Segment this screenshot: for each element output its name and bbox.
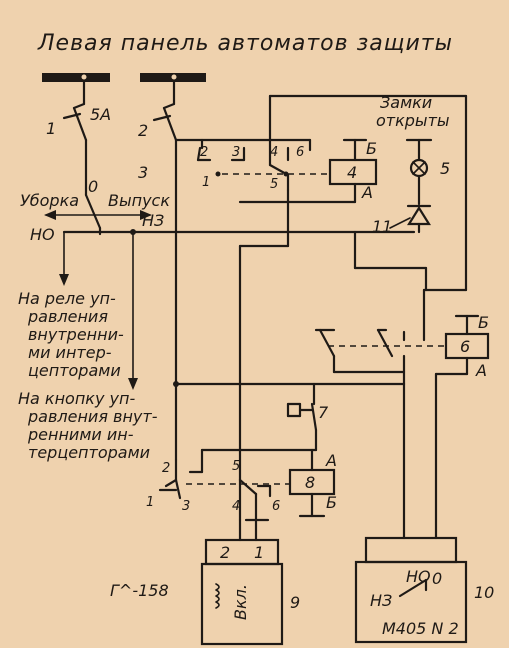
relay-8-contacts xyxy=(158,448,318,522)
note-relay-line2: равления xyxy=(27,307,108,326)
lamp-5-number: 5 xyxy=(440,159,450,178)
arrow-to-button-note xyxy=(128,231,138,390)
relay-8-c4: 4 xyxy=(232,499,240,514)
circuit-breaker-2 xyxy=(152,102,178,462)
diode-11-number: 11 xyxy=(372,217,392,236)
generator-number: 9 xyxy=(290,593,300,612)
relay-8-c2: 2 xyxy=(162,461,170,476)
wire-top-loop xyxy=(268,94,468,342)
arrow-to-relay-note xyxy=(59,231,69,286)
limit-switch-10 xyxy=(354,382,468,644)
note-button-line4: терцепторами xyxy=(28,443,150,462)
wire-mid-bus xyxy=(173,188,406,522)
switch-3-zero: 0 xyxy=(88,177,98,196)
switch-3-nz: НЗ xyxy=(142,211,164,230)
relay-6-contacts xyxy=(314,230,446,386)
gear-switch-3 xyxy=(44,193,416,236)
switch-10-no: НО xyxy=(406,567,431,586)
switch-3-retract: Уборка xyxy=(20,191,79,210)
note-button-line1: На кнопку уп- xyxy=(18,389,135,408)
generator-model: Г^-158 xyxy=(110,581,169,600)
relay-8-ground xyxy=(298,448,326,518)
button-7 xyxy=(286,402,318,452)
relay-4-c5: 5 xyxy=(270,177,278,192)
breaker-2-label: 2 xyxy=(138,121,148,140)
relay-8-number: 8 xyxy=(305,473,315,492)
button-7-number: 7 xyxy=(318,403,329,422)
note-relay-line4: ми интер- xyxy=(28,343,112,362)
relay-6-a: А xyxy=(475,361,487,380)
relay-4-c4: 4 xyxy=(270,145,278,160)
relay-4-number: 4 xyxy=(347,163,357,182)
switch-10-model: М405 N 2 xyxy=(382,619,459,638)
breaker-1-label: 1 xyxy=(46,119,56,138)
note-relay-line3: внутренни- xyxy=(28,325,124,344)
bus-bar-right xyxy=(140,73,206,106)
switch-10-number: 10 xyxy=(474,583,494,602)
relay-8-a: А xyxy=(325,451,337,470)
switch-10-zero: 0 xyxy=(432,569,442,588)
note-relay-line1: На реле уп- xyxy=(18,289,116,308)
note-button-line3: ренними ин- xyxy=(27,425,134,444)
relay-8-b: Б xyxy=(326,493,337,512)
switch-10-nz: НЗ xyxy=(370,591,392,610)
lamp-5 xyxy=(405,138,433,206)
relay-4-a: А xyxy=(361,183,373,202)
switch-3-extend: Выпуск xyxy=(108,191,170,210)
relay-4-b: Б xyxy=(366,139,377,158)
relay-8-c3: 3 xyxy=(182,499,190,514)
note-button-line2: равления внут- xyxy=(27,407,158,426)
relay-4-contacts xyxy=(174,94,330,192)
relay-4-c2: 2 xyxy=(200,145,208,160)
relay-8-c5: 5 xyxy=(232,459,240,474)
generator-on-label: Вкл. xyxy=(231,584,250,620)
locks-open-line2: открыты xyxy=(376,111,450,130)
switch-3-no: НО xyxy=(30,225,55,244)
diode-11 xyxy=(389,204,432,234)
switch-3-label: 3 xyxy=(138,163,148,182)
locks-open-line1: Замки xyxy=(380,93,432,112)
relay-4-coil xyxy=(328,158,378,186)
relay-6-number: 6 xyxy=(460,337,470,356)
relay-6-ground xyxy=(434,314,480,540)
relay-8-c6: 6 xyxy=(272,499,280,514)
generator-terminal-2: 2 xyxy=(220,543,230,562)
generator-terminal-1: 1 xyxy=(254,543,264,562)
generator-9 xyxy=(200,518,284,646)
relay-4-c3: 3 xyxy=(232,145,240,160)
circuit-breaker-1 xyxy=(62,102,88,197)
relay-6-b: Б xyxy=(478,313,489,332)
diagram-title: Левая панель автоматов защиты xyxy=(37,31,453,56)
relay-4-c1: 1 xyxy=(202,175,210,190)
relay-4-ground xyxy=(238,138,368,204)
relay-8-c1: 1 xyxy=(146,495,154,510)
bus-bar-left xyxy=(42,73,110,106)
note-relay-line5: цепторами xyxy=(28,361,121,380)
breaker-1-rating: 5А xyxy=(90,105,111,124)
relay-4-c6: 6 xyxy=(296,145,304,160)
